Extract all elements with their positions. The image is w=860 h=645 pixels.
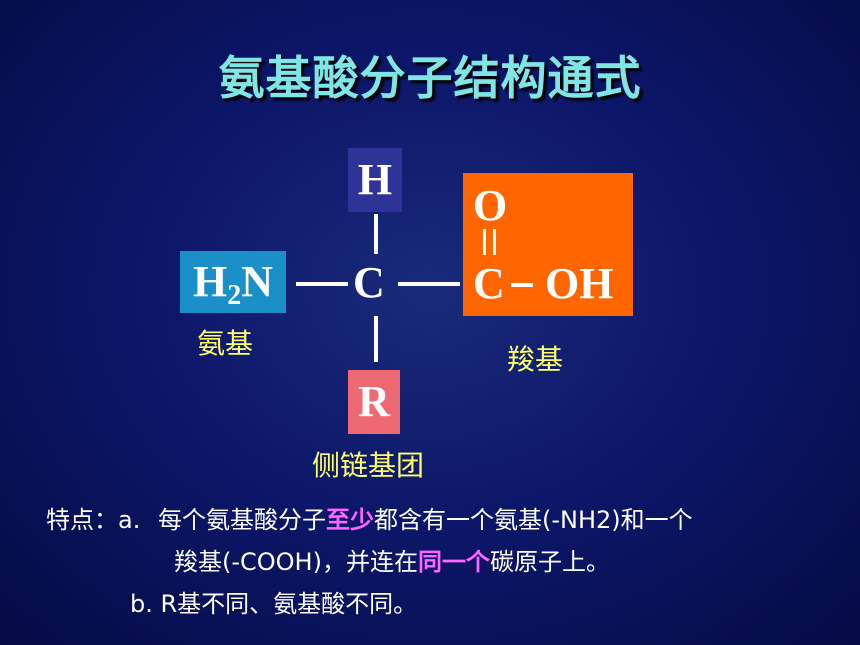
amino-group-box: H2N — [180, 251, 286, 313]
carboxyl-single-bond — [511, 283, 533, 287]
note-line-2: 羧基(-COOH)，并连在同一个碳原子上。 — [174, 542, 610, 577]
amino-subscript: 2 — [227, 280, 242, 311]
note-2b: 碳原子上。 — [489, 548, 610, 576]
carboxyl-oxygen: O — [473, 181, 508, 230]
note-line-1: 特点：a. 每个氨基酸分子至少都含有一个氨基(-NH2)和一个 — [46, 500, 693, 535]
bond-bottom — [374, 316, 378, 362]
note-2a: 羧基(-COOH)，并连在 — [174, 548, 418, 576]
page-title: 氨基酸分子结构通式 — [218, 51, 642, 105]
double-bond-left — [483, 229, 486, 255]
hydrogen-box: H — [348, 148, 402, 212]
amino-label: 氨基 — [197, 327, 254, 360]
r-group-box: R — [348, 370, 400, 434]
carboxyl-group-box: O C OH — [463, 173, 633, 316]
bond-left — [296, 282, 348, 286]
carboxyl-label: 羧基 — [507, 343, 564, 376]
note-2-highlight: 同一个 — [417, 548, 490, 576]
side-chain-label: 侧链基团 — [312, 449, 425, 482]
note-1b: 都含有一个氨基(-NH2)和一个 — [373, 506, 693, 534]
bond-top — [374, 214, 378, 254]
amino-n: N — [241, 257, 273, 306]
note-1-highlight: 至少 — [325, 506, 374, 534]
note-prefix: 特点：a. — [46, 506, 141, 534]
carboxyl-hydroxyl: OH — [545, 259, 614, 308]
double-bond-right — [493, 229, 496, 255]
bond-right — [398, 282, 460, 286]
carboxyl-carbon: C — [473, 259, 505, 308]
amino-h: H — [192, 257, 228, 306]
alpha-carbon: C — [353, 258, 385, 307]
note-1a: 每个氨基酸分子 — [157, 506, 326, 534]
note-line-3: b. R基不同、氨基酸不同。 — [130, 590, 418, 618]
